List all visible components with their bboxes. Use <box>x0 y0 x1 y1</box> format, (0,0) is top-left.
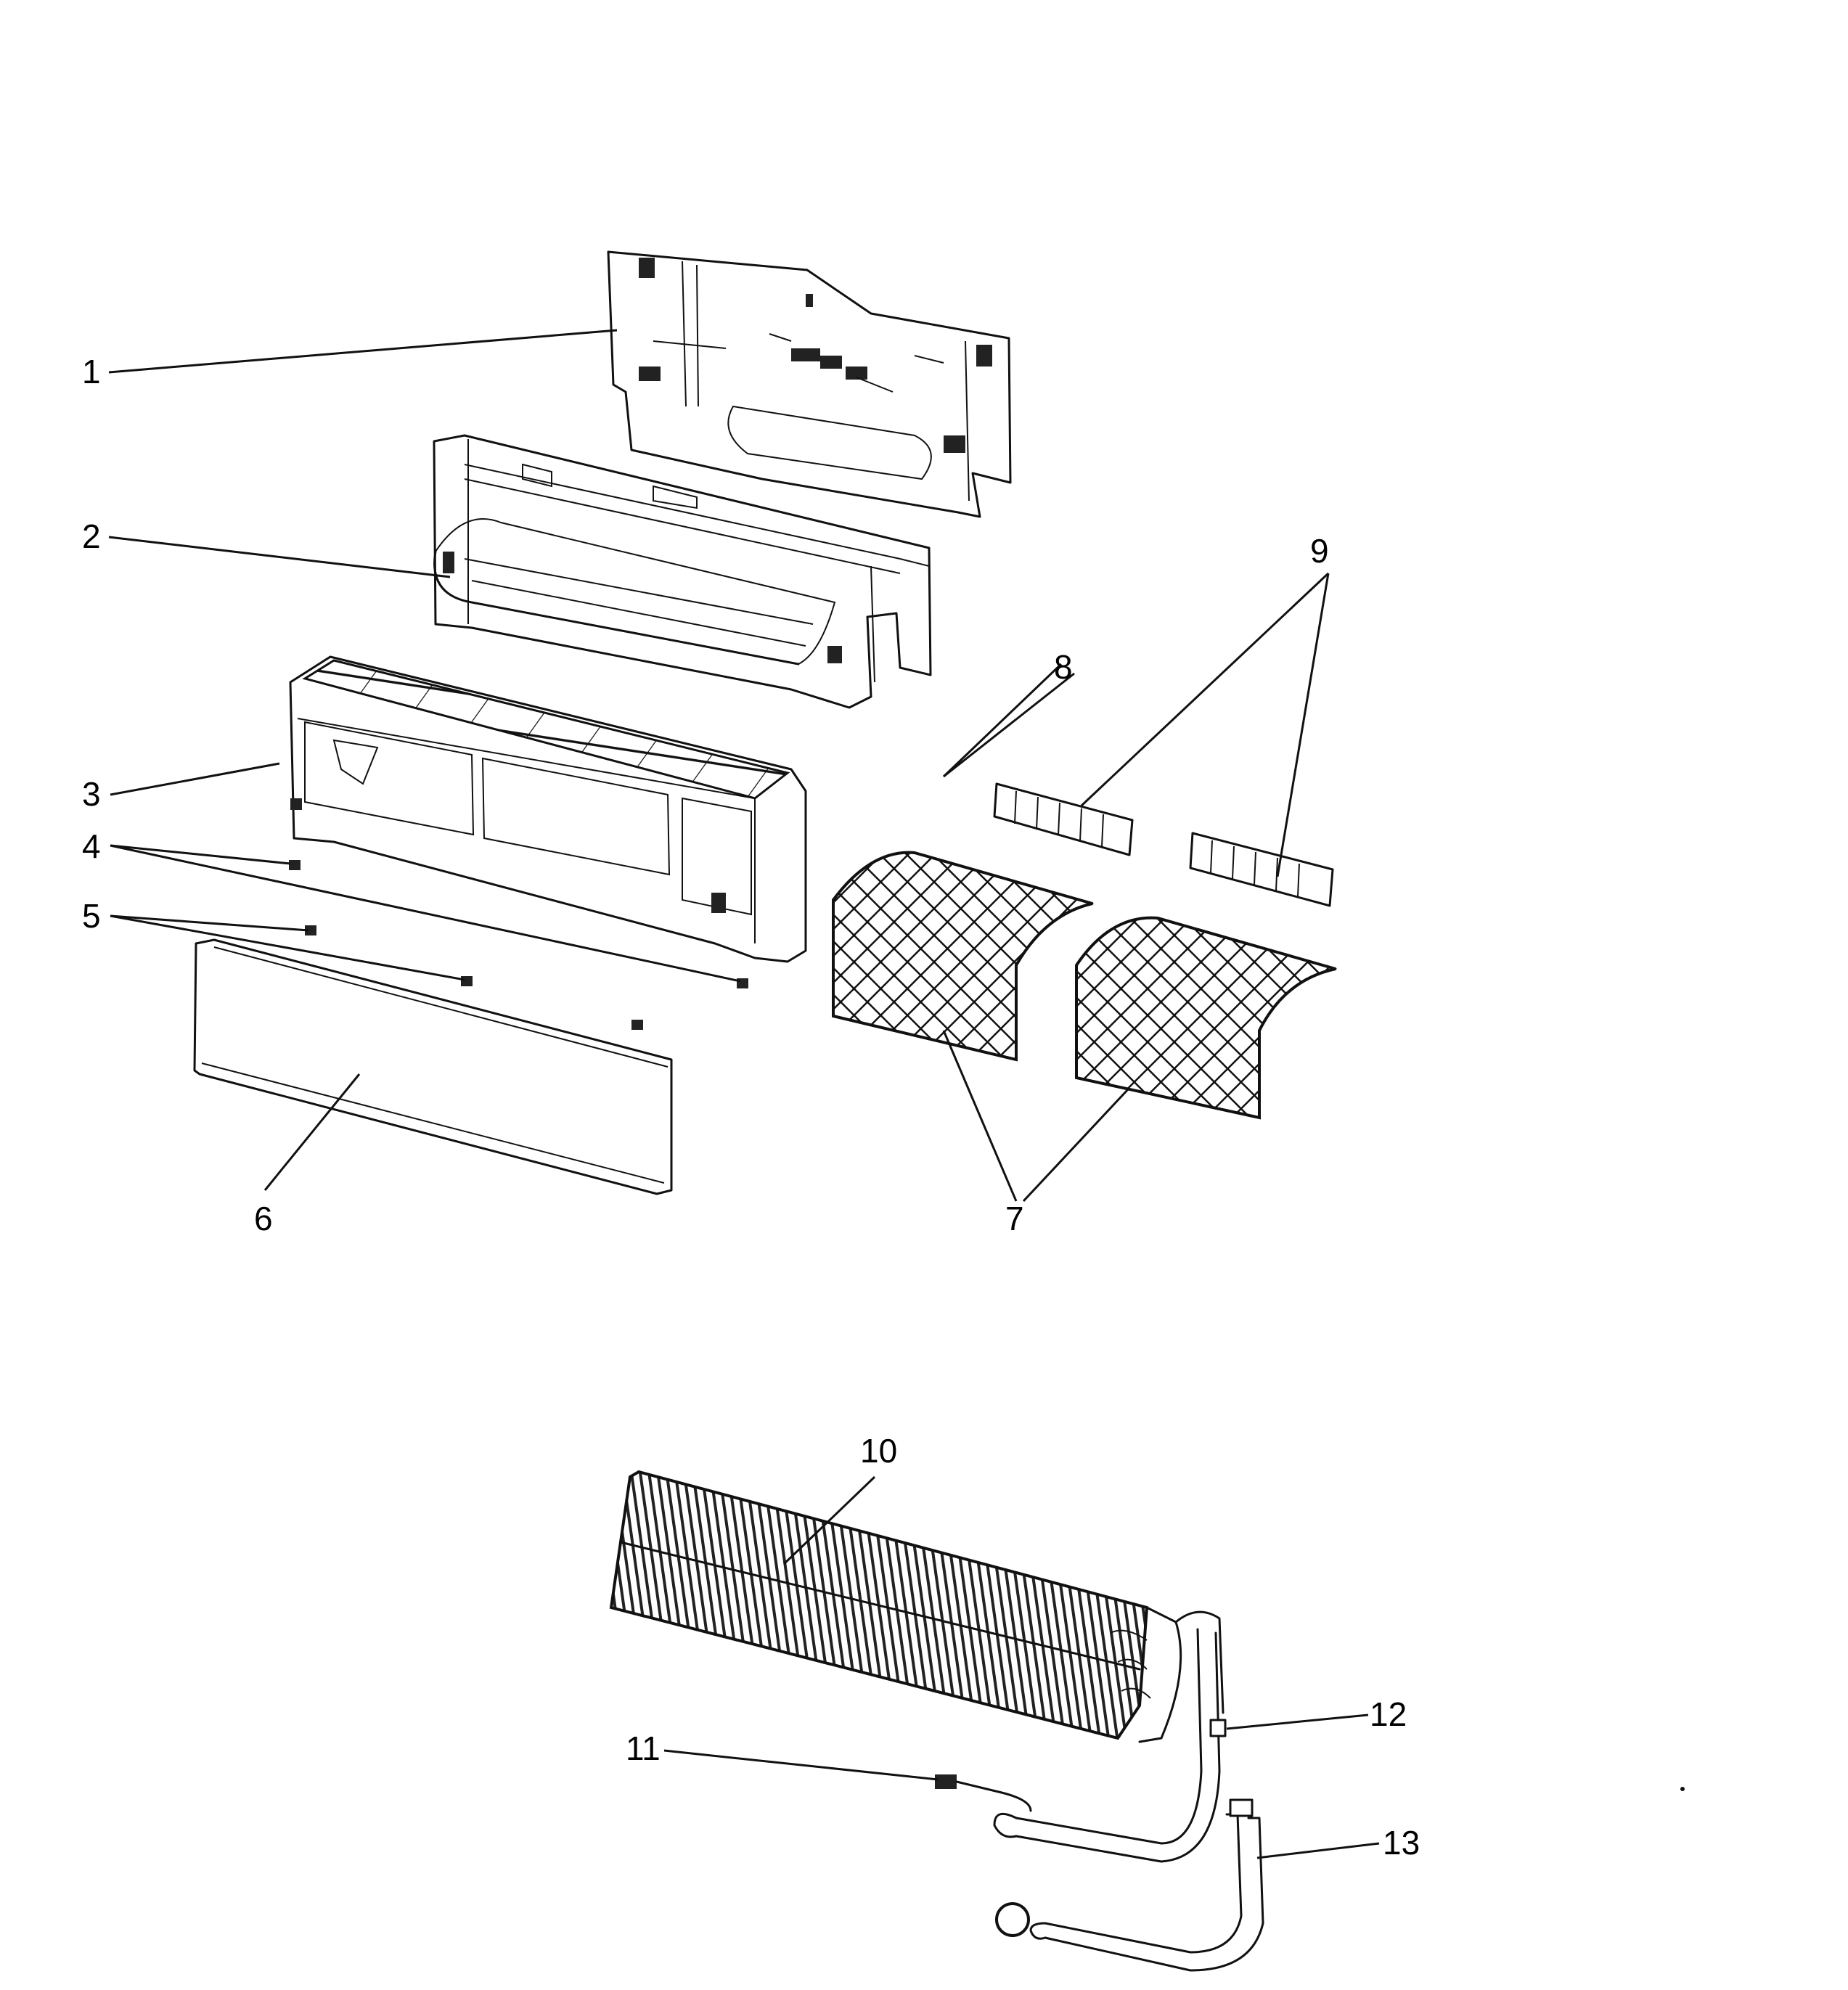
refrigerant-piping <box>935 1610 1264 1972</box>
evaporator-coil <box>609 1470 1182 1743</box>
callout-2: 2 <box>82 517 101 555</box>
front-panel-frame <box>289 655 807 963</box>
callout-4: 4 <box>82 827 101 865</box>
callout-6: 6 <box>254 1200 273 1237</box>
air-filters <box>832 851 1337 1120</box>
front-cover <box>193 938 673 1195</box>
stray-dot <box>1680 1787 1685 1791</box>
callout-7: 7 <box>1005 1200 1024 1237</box>
callout-9: 9 <box>1310 532 1329 570</box>
callout-1: 1 <box>82 353 101 390</box>
leader-lines <box>108 329 1380 1859</box>
callout-labels: 1 2 3 4 5 6 7 8 9 10 11 12 13 <box>82 353 1420 1862</box>
chassis-fan-assembly <box>433 434 932 709</box>
mounting-plate <box>607 250 1012 518</box>
callout-12: 12 <box>1370 1695 1407 1733</box>
screws <box>289 860 748 1030</box>
callout-8: 8 <box>1054 648 1073 686</box>
callout-11: 11 <box>626 1729 661 1767</box>
callout-5: 5 <box>82 897 101 935</box>
callout-10: 10 <box>860 1432 897 1470</box>
callout-13: 13 <box>1383 1824 1420 1862</box>
small-filters <box>993 782 1334 907</box>
callout-3: 3 <box>82 775 101 813</box>
